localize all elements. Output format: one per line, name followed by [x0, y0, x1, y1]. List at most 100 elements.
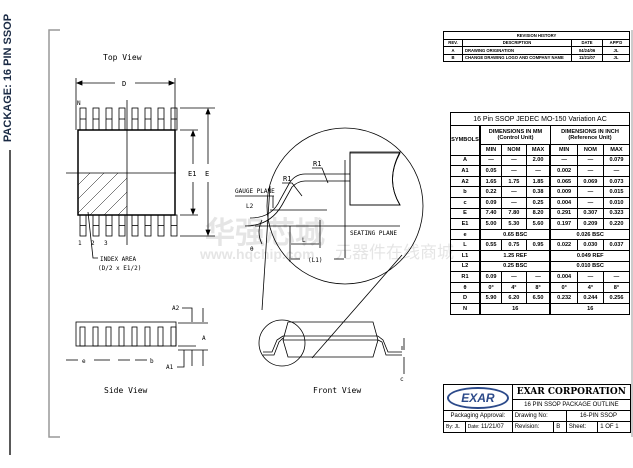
value-cell: 0° — [479, 281, 503, 294]
symbol-cell: E1 — [450, 218, 481, 230]
lead-detail: GAUGE PLANE L2 R1 R1 θ L (L1) SEATING PL… — [235, 127, 424, 359]
value-cell: 1.75 — [501, 175, 527, 188]
revision-label: Revision: — [511, 421, 555, 433]
pin — [131, 326, 138, 347]
symbol-cell: L — [450, 239, 481, 251]
value-cell: 0.022 — [549, 239, 578, 251]
value-cell: 0.009 — [549, 186, 578, 198]
symbol-cell: N — [450, 302, 481, 315]
value-cell: 5.30 — [501, 218, 527, 230]
value-cell: — — [501, 186, 527, 198]
pin — [144, 326, 151, 347]
packaging-approval: Packaging Approval: — [443, 410, 513, 422]
value-cell: 0.09 — [479, 271, 503, 283]
value-cell: 0.25 BSC — [479, 260, 551, 273]
value-cell: — — [525, 165, 551, 177]
svg-text:2: 2 — [91, 240, 95, 247]
value-cell: 0° — [549, 281, 578, 294]
value-cell: — — [576, 165, 604, 177]
value-cell: 0.065 — [549, 175, 578, 188]
sheet-label: Sheet: — [565, 421, 599, 433]
svg-text:3: 3 — [104, 240, 108, 247]
symbol-cell: c — [450, 196, 481, 209]
value-cell: 0.197 — [549, 218, 578, 230]
sub-header: NOM — [501, 144, 527, 156]
value-cell: 8° — [525, 281, 551, 294]
drawing-no-label: Drawing No: — [511, 410, 567, 422]
value-cell: — — [602, 271, 631, 283]
svg-text:R1: R1 — [283, 175, 291, 183]
symbol-cell: θ — [450, 281, 481, 294]
value-cell: 5.60 — [525, 218, 551, 230]
value-cell: 0.004 — [549, 196, 578, 209]
revision-title: REVISION HISTORY — [443, 31, 630, 40]
svg-text:1: 1 — [78, 240, 82, 247]
value-cell: 0.010 BSC — [549, 260, 631, 273]
value-cell: — — [549, 154, 578, 167]
watermark-cn2: 元器件在线商城 — [335, 243, 454, 262]
front-view: c Front View — [258, 319, 405, 395]
value-cell: — — [501, 271, 527, 283]
value-cell: 0.307 — [576, 207, 604, 220]
pin — [170, 326, 177, 347]
rev-header: DESCRIPTION — [462, 38, 572, 47]
value-cell: 8° — [602, 281, 631, 294]
sub-header: MIN — [479, 144, 503, 156]
svg-text:θ: θ — [250, 246, 254, 253]
value-cell: — — [576, 186, 604, 198]
value-cell: 0.220 — [602, 218, 631, 230]
symbol-cell: L1 — [450, 249, 481, 262]
svg-text:e: e — [82, 358, 86, 365]
value-cell: — — [602, 165, 631, 177]
svg-text:SEATING PLANE: SEATING PLANE — [350, 230, 397, 237]
value-cell: 0.069 — [576, 175, 604, 188]
value-cell: 6.20 — [501, 292, 527, 304]
svg-text:(D/2 x E1/2): (D/2 x E1/2) — [98, 265, 141, 272]
value-cell: — — [576, 271, 604, 283]
symbol-cell: b — [450, 186, 481, 198]
top-view: Top View D N 1 2 3 INDEX AREA (D/2 x E1/… — [66, 53, 215, 272]
svg-text:E: E — [205, 170, 209, 178]
drawing-no: 16-PIN SSOP — [565, 410, 632, 422]
sub-header: MAX — [602, 144, 631, 156]
value-cell: — — [501, 154, 527, 167]
date-value: 11/21/07 — [480, 424, 504, 430]
sheet-value: 1 OF 1 — [597, 421, 631, 433]
svg-text:L: L — [302, 237, 306, 244]
value-cell: 0.65 BSC — [479, 228, 551, 241]
svg-text:A1: A1 — [166, 364, 174, 371]
symbol-cell: R1 — [450, 271, 481, 283]
table-row: A——2.00——0.079 — [450, 154, 631, 167]
svg-text:N: N — [77, 100, 81, 107]
sub-header: MAX — [525, 144, 551, 156]
symbols-header: SYMBOLS — [450, 125, 481, 156]
value-cell: 0.244 — [576, 292, 604, 304]
value-cell: 0.037 — [602, 239, 631, 251]
svg-text:(L1): (L1) — [308, 257, 322, 264]
symbol-cell: E — [450, 207, 481, 220]
svg-text:A: A — [202, 335, 206, 342]
value-cell: — — [525, 271, 551, 283]
value-cell: 0.049 REF — [549, 249, 631, 262]
value-cell: 0.22 — [479, 186, 503, 198]
rev-header: APP'D — [602, 38, 630, 47]
value-cell: — — [576, 196, 604, 209]
symbol-cell: e — [450, 228, 481, 241]
rev-header: DATE — [571, 38, 603, 47]
symbol-cell: D — [450, 292, 481, 304]
symbol-cell: L2 — [450, 260, 481, 273]
company-name: EXAR CORPORATION — [511, 384, 632, 400]
value-cell: 0.010 — [602, 196, 631, 209]
